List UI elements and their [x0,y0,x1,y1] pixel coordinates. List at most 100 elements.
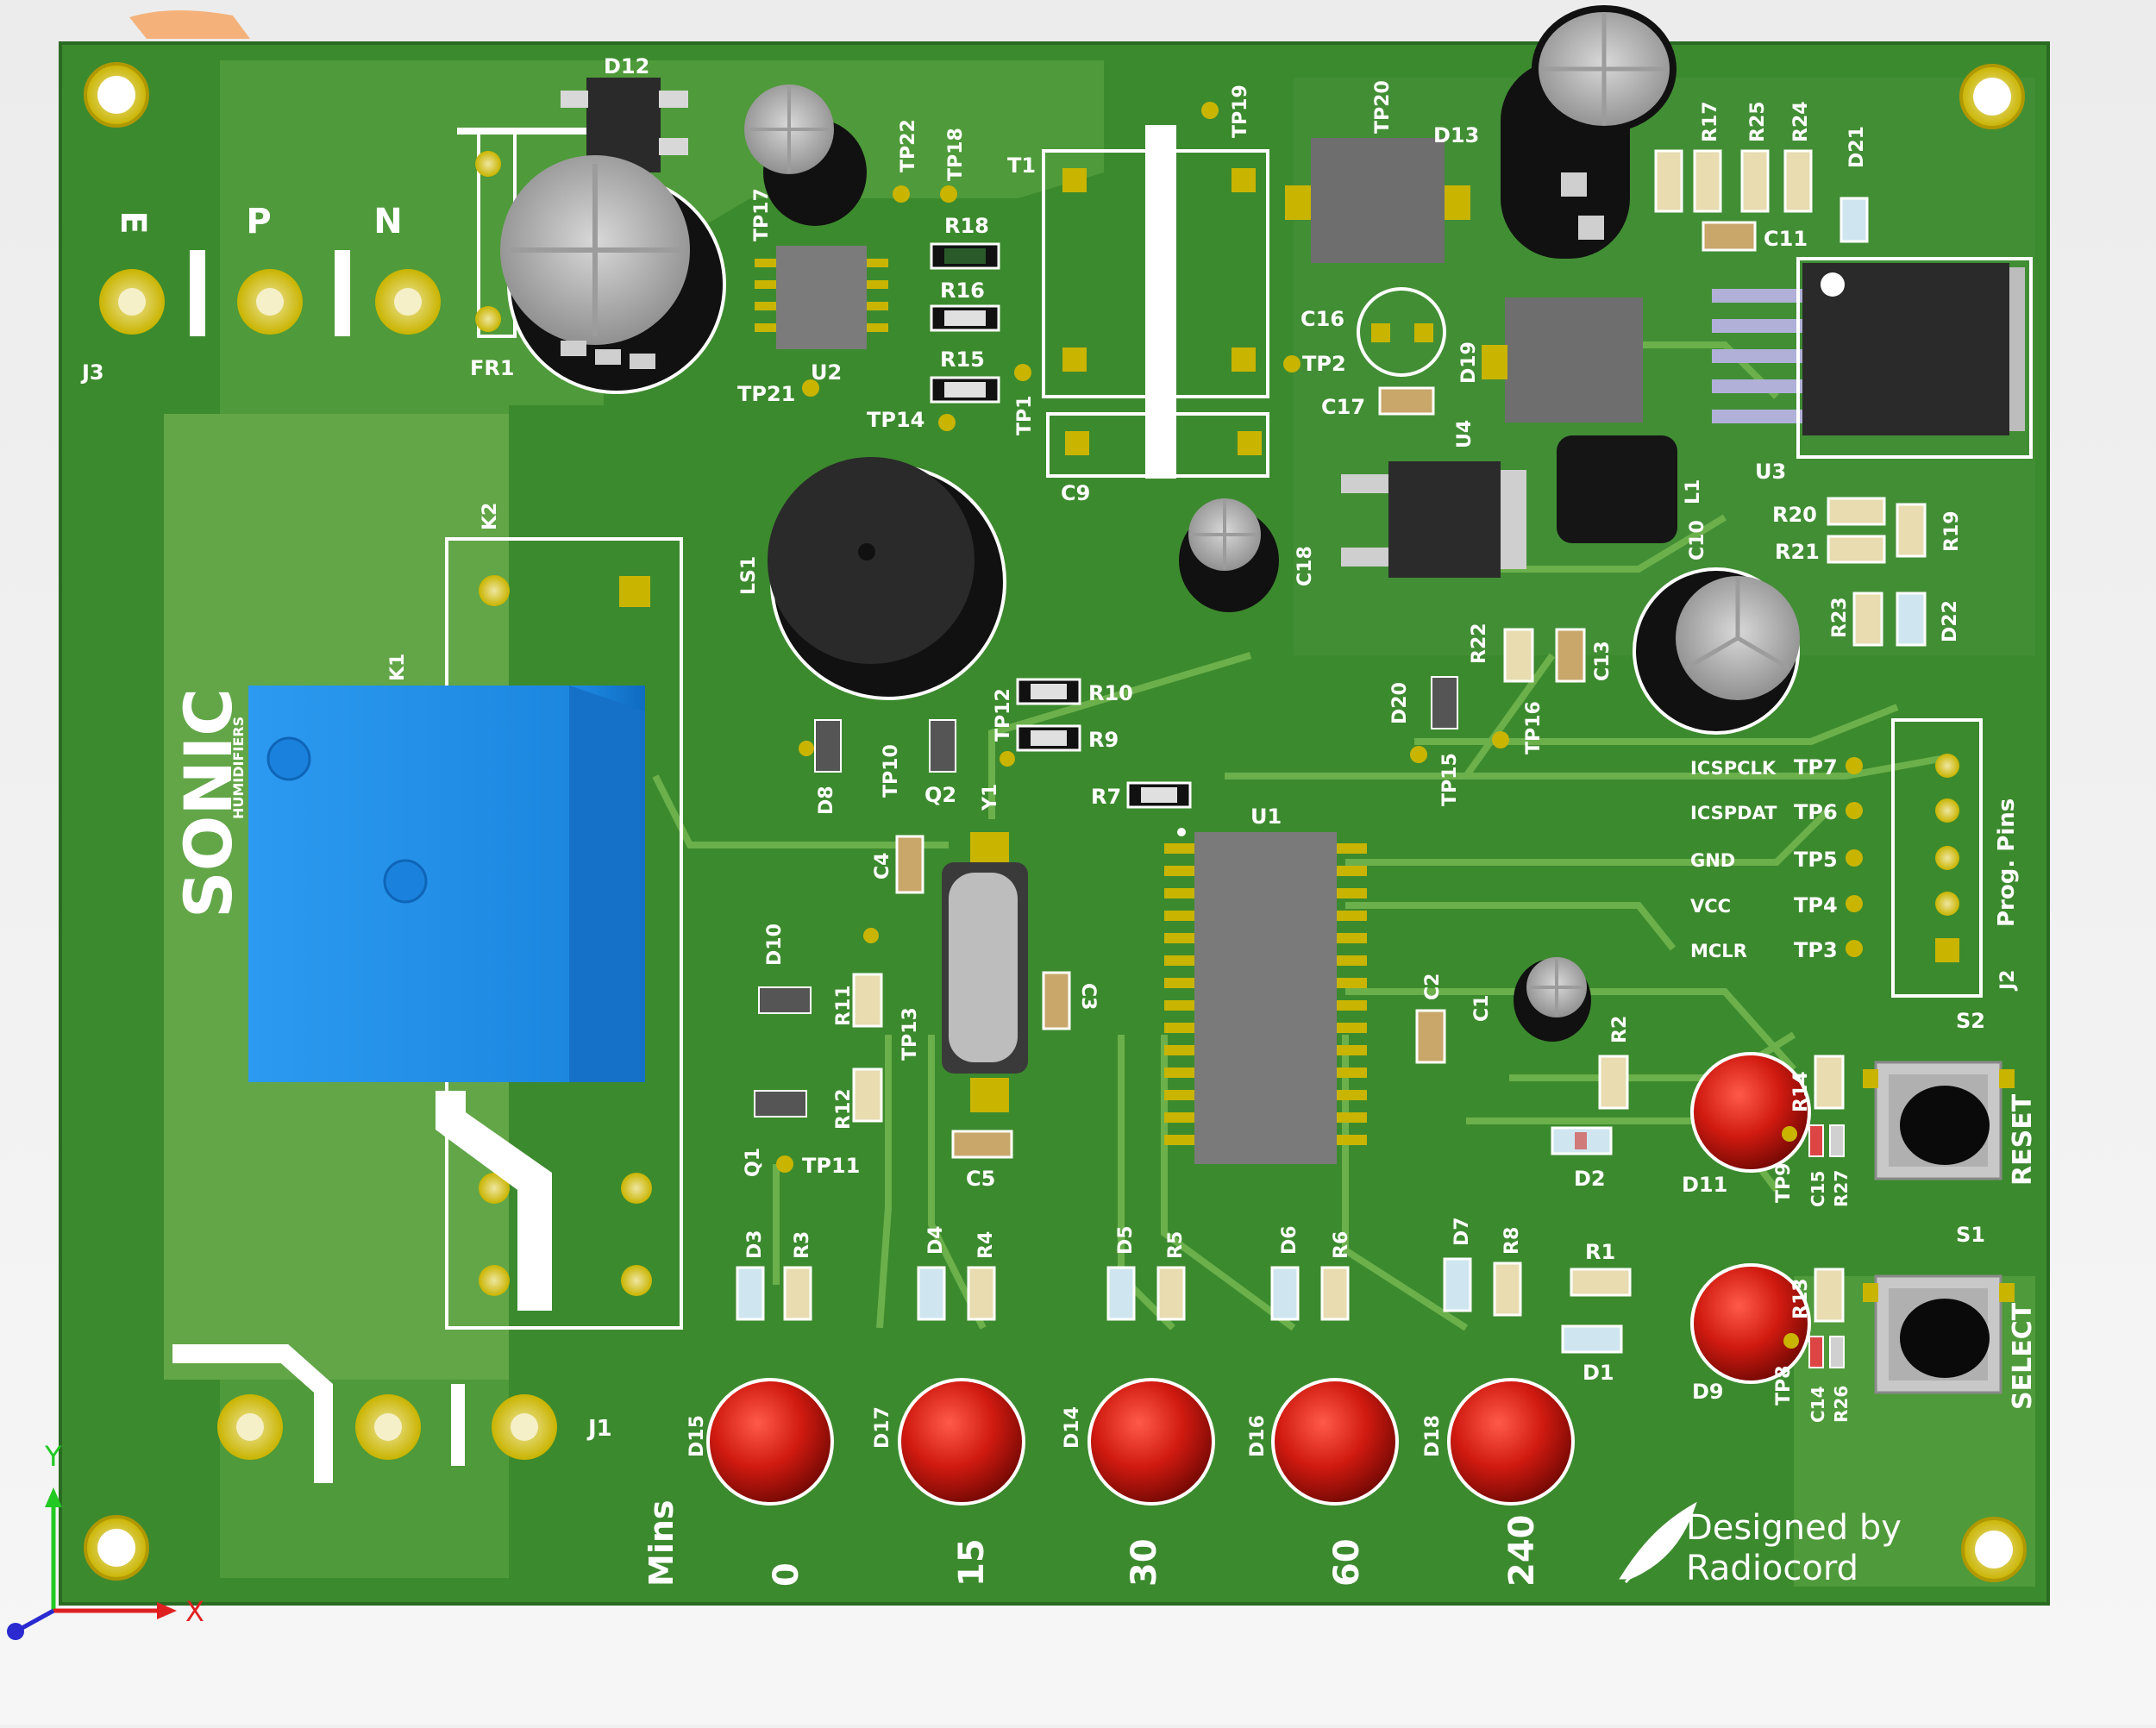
label-tp22: TP22 [898,119,919,172]
label-d17: D17 [872,1406,893,1449]
ic-u2 [776,246,867,349]
label-r10: R10 [1088,681,1133,705]
label-r9: R9 [1088,728,1119,752]
u1-pin [1337,1045,1367,1055]
led-d11 [1690,1052,1811,1173]
label-r16: R16 [940,279,985,303]
resistors-r18-r16-r15 [930,242,1000,404]
u1-pin [1337,1023,1367,1033]
resistors-r17-r25-r24 [1654,149,1869,252]
label-r5: R5 [1165,1231,1187,1259]
window-corner-tab [129,9,250,39]
prog-pin-tp: TP7 [1794,755,1838,779]
timer-unit-label: Mins [642,1499,680,1587]
prog-pin-signal: VCC [1690,896,1731,917]
label-tp20: TP20 [1372,80,1394,134]
label-tp14: TP14 [867,408,924,432]
label-d14: D14 [1062,1406,1083,1449]
reset-button[interactable] [1863,1061,2015,1180]
label-tp9: TP9 [1773,1163,1795,1203]
timer-value-15: 15 [952,1538,992,1587]
u1-pin [1164,1135,1194,1145]
u1-pin [1337,843,1367,854]
u1-pin [1164,1090,1194,1100]
label-t1: T1 [1007,153,1036,178]
label-d21: D21 [1846,126,1868,168]
label-r14: R14 [1790,1071,1812,1112]
u1-pin [1337,1135,1367,1145]
label-s1: S1 [1956,1223,1985,1247]
label-j3: J3 [80,360,104,385]
label-r6: R6 [1331,1231,1352,1259]
reset-button-label: RESET [2008,1093,2038,1186]
u1-pin [1337,933,1367,943]
label-r4: R4 [975,1231,997,1259]
u1-pin [1164,978,1194,988]
label-c10: C10 [1687,520,1708,560]
label-r25: R25 [1747,101,1769,142]
component-c16 [1357,287,1446,377]
timer-leds [706,1257,1575,1506]
prog-pin-signal: ICSPCLK [1690,758,1777,779]
select-button[interactable] [1863,1274,2015,1394]
label-k2: K2 [479,503,501,530]
label-d13: D13 [1433,123,1479,147]
label-c5: C5 [966,1167,995,1191]
label-tp15: TP15 [1439,753,1461,806]
label-d19: D19 [1458,341,1480,384]
electrolytic-capacitor-top-right [1501,5,1677,259]
label-c3: C3 [1077,983,1099,1010]
label-r26: R26 [1831,1386,1852,1423]
label-u4: U4 [1454,420,1476,448]
buzzer-ls1 [768,457,1006,700]
timer-value-30: 30 [1125,1538,1164,1587]
label-r1: R1 [1585,1240,1615,1264]
label-d5: D5 [1115,1225,1137,1255]
label-r20: R20 [1772,503,1817,527]
u1-pin [1337,955,1367,966]
label-r21: R21 [1775,540,1820,564]
u1-pin [1164,1112,1194,1123]
label-c14: C14 [1808,1386,1828,1423]
axis-x-label: X [185,1595,204,1628]
label-q1: Q1 [743,1148,764,1177]
prog-pin-signal: GND [1690,850,1735,871]
label-r17: R17 [1700,101,1721,142]
label-r13: R13 [1790,1278,1812,1319]
u1-pin [1164,888,1194,898]
label-ls1: LS1 [738,556,760,595]
prog-header-j2 [1891,718,1983,998]
u1-pin [1164,1045,1194,1055]
label-j2: J2 [1997,970,2019,992]
label-d22: D22 [1940,600,1961,642]
credit-line-2: Radiocord [1686,1549,1858,1588]
label-c11: C11 [1764,227,1808,251]
label-d3: D3 [744,1230,766,1259]
label-r24: R24 [1790,101,1812,142]
u1-pin [1337,911,1367,921]
timer-value-60: 60 [1327,1538,1367,1587]
label-d20: D20 [1389,682,1411,724]
led-d15 [706,1378,834,1506]
led-d17 [898,1378,1025,1506]
credit-line-1: Designed by [1686,1508,1902,1548]
electrolytic-capacitor-c10 [1633,567,1800,735]
prog-pin-tp: TP3 [1794,938,1838,962]
u1-pin [1337,888,1367,898]
label-tp19: TP19 [1230,85,1251,138]
label-tp16: TP16 [1523,701,1545,754]
label-tp8: TP8 [1773,1366,1795,1406]
label-r12: R12 [833,1088,855,1130]
component-d19 [1505,297,1643,423]
label-d6: D6 [1279,1225,1300,1255]
u1-pin [1337,866,1367,876]
label-tp11: TP11 [802,1154,860,1178]
label-k1: K1 [387,654,409,681]
label-r8: R8 [1501,1227,1523,1255]
prog-header-title: Prog. Pins [1994,798,2020,927]
prog-pin-signal: MCLR [1690,941,1747,961]
label-d11: D11 [1682,1173,1727,1197]
label-r2: R2 [1609,1016,1631,1043]
